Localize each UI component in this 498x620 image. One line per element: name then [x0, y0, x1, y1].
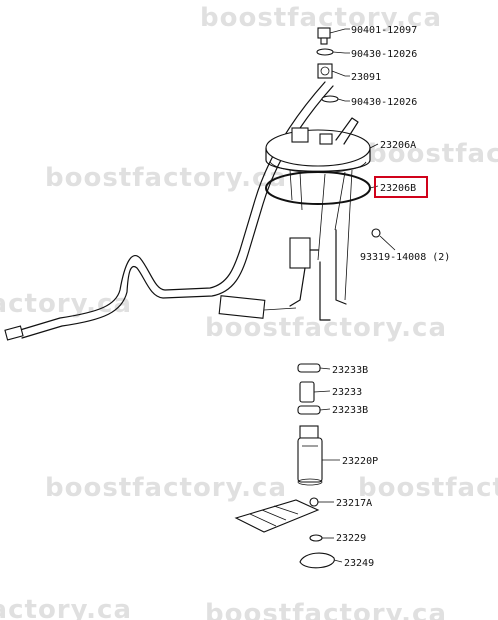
label-23206a: 23206A [380, 140, 416, 151]
screw [371, 228, 381, 238]
gasket-lower [321, 95, 339, 103]
watermark: boostfactory.ca [45, 163, 287, 193]
label-23233b-upper: 23233B [332, 365, 368, 376]
watermark: boostfactory.ca [358, 473, 498, 503]
watermark-layer: boostfactory.ca boostfactory.ca boostfac… [0, 3, 498, 620]
watermark: boostfactory.ca [205, 599, 447, 620]
banjo-bolt [317, 27, 331, 45]
label-23206b: 23206B [380, 183, 416, 194]
label-23233: 23233 [332, 387, 362, 398]
pump-hose [299, 381, 315, 403]
leader-lines [313, 28, 396, 563]
label-23220p: 23220P [342, 456, 378, 467]
label-23091: 23091 [351, 72, 381, 83]
label-23233b-lower: 23233B [332, 405, 368, 416]
watermark: boostfactory.ca [45, 473, 287, 503]
part-labels: 90401-12097 90430-12026 23091 90430-1202… [332, 25, 450, 569]
watermark: boostfactory.ca [0, 595, 132, 620]
label-23229: 23229 [336, 533, 366, 544]
label-90430-12026-top: 90430-12026 [351, 49, 417, 60]
label-90401-12097: 90401-12097 [351, 25, 417, 36]
union-fitting [317, 63, 333, 79]
label-90430-12026-lower: 90430-12026 [351, 97, 417, 108]
fuel-hose [4, 81, 334, 341]
watermark: boostfactory.ca [368, 139, 498, 169]
label-93319-14008: 93319-14008 (2) [360, 252, 450, 263]
label-23217a: 23217A [336, 498, 372, 509]
cushion [299, 552, 335, 569]
label-23249: 23249 [344, 558, 374, 569]
highlight-box [374, 176, 428, 198]
clip [309, 534, 323, 542]
sender-gauge [218, 229, 347, 321]
hose-end-fitting [4, 325, 24, 341]
float [218, 295, 266, 319]
gasket-top [316, 48, 334, 56]
clamp-upper [297, 363, 321, 373]
watermark: boostfactory.ca [205, 313, 447, 343]
watermark: boostfactory.ca [0, 289, 132, 319]
fuel-pump [297, 425, 323, 486]
fuel-filter-strainer [234, 497, 320, 533]
fuel-pump-bracket [265, 117, 371, 301]
clamp-lower [297, 405, 321, 415]
